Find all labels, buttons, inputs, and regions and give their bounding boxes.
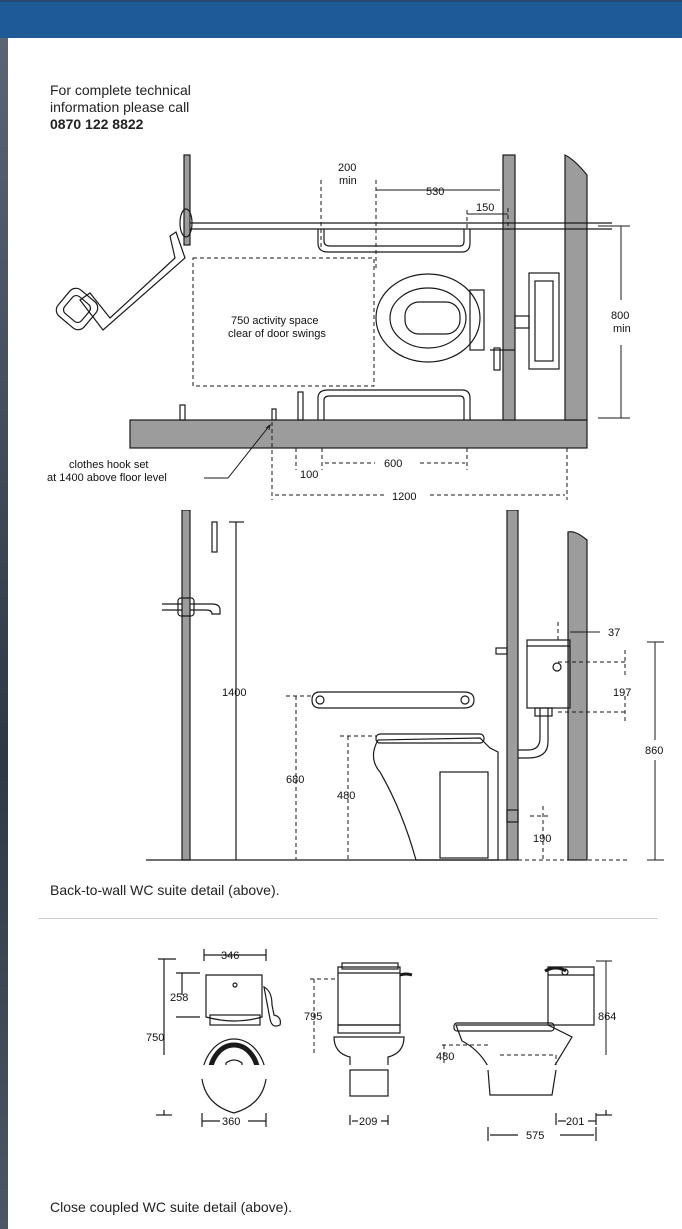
phone-number[interactable]: 0870 122 8822 bbox=[50, 116, 144, 132]
dim-600: 600 bbox=[384, 458, 402, 470]
door-handle-plate bbox=[55, 287, 99, 331]
concealed-cistern bbox=[526, 639, 571, 709]
partition-wall bbox=[502, 154, 516, 421]
cistern-side-view bbox=[547, 966, 595, 1026]
grab-rail-side bbox=[311, 691, 475, 709]
pan-side-view bbox=[455, 1024, 573, 1065]
dim-860: 860 bbox=[645, 745, 663, 757]
activity-space-zone bbox=[192, 257, 375, 387]
flush-button bbox=[495, 647, 508, 655]
pan-base-top bbox=[201, 1078, 267, 1114]
wc-seat-ring bbox=[389, 287, 467, 349]
intro-line-1: For complete technical bbox=[50, 82, 191, 98]
contact-intro: For complete technical information pleas… bbox=[50, 82, 191, 133]
cistern-valve bbox=[534, 707, 553, 717]
dim-346: 346 bbox=[221, 950, 239, 962]
plan-view-drawing: 200 min 530 150 800 min 750 activity spa… bbox=[47, 154, 631, 503]
pan-front-pedestal bbox=[349, 1069, 389, 1097]
dim-201: 201 bbox=[566, 1116, 584, 1128]
dim-209: 209 bbox=[359, 1116, 377, 1128]
door-stop bbox=[179, 404, 186, 421]
dim-1400: 1400 bbox=[222, 687, 246, 699]
dim-200: 200 bbox=[338, 162, 356, 174]
dim-360: 360 bbox=[222, 1116, 240, 1128]
pan-side-pedestal bbox=[487, 1069, 557, 1096]
pan-front-view bbox=[333, 1036, 405, 1065]
door-handle-plate-inner bbox=[62, 294, 92, 324]
toilet-roll-holder bbox=[297, 391, 304, 421]
intro-line-2: information please call bbox=[50, 99, 190, 115]
door-frame bbox=[183, 154, 191, 246]
activity-space-label-1: 750 activity space bbox=[231, 315, 318, 327]
close-coupled-drawing-lower: 360 209 201 575 bbox=[156, 1069, 612, 1142]
wc-bowl-opening bbox=[404, 301, 461, 335]
dim-258: 258 bbox=[170, 992, 188, 1004]
wc-seat-side bbox=[375, 733, 485, 744]
flush-lever bbox=[493, 347, 501, 371]
section-divider bbox=[38, 918, 658, 919]
bottom-grab-rail-inner bbox=[323, 395, 465, 420]
wc-pan-plan bbox=[375, 273, 481, 363]
cistern-flush-pipe bbox=[518, 708, 549, 759]
dim-200-min: min bbox=[339, 175, 357, 187]
door-lever bbox=[162, 603, 221, 615]
door-hinge bbox=[179, 208, 193, 238]
dim-480-cc: 480 bbox=[436, 1051, 454, 1063]
dim-480: 480 bbox=[337, 790, 355, 802]
top-grab-rail bbox=[317, 229, 471, 253]
partition-section bbox=[506, 510, 519, 861]
outer-wall bbox=[564, 154, 588, 421]
caption-back-to-wall: Back-to-wall WC suite detail (above). bbox=[50, 882, 280, 898]
door-lever-rose bbox=[177, 597, 195, 617]
dim-530: 530 bbox=[426, 186, 444, 198]
cistern-base bbox=[209, 1014, 261, 1026]
hook-rail bbox=[211, 521, 218, 553]
cistern-front-view bbox=[337, 966, 401, 1026]
wc-cistern-back bbox=[469, 289, 485, 351]
dim-680: 680 bbox=[286, 774, 304, 786]
outer-wall-section bbox=[567, 531, 588, 861]
dim-197: 197 bbox=[613, 687, 631, 699]
bottom-grab-rail bbox=[317, 389, 471, 420]
waste-connector bbox=[506, 809, 519, 823]
lever-handle bbox=[263, 985, 281, 1027]
clothes-hook-label-1: clothes hook set bbox=[69, 459, 149, 471]
header-bar bbox=[0, 0, 682, 38]
dim-864: 864 bbox=[598, 1011, 616, 1023]
dim-800: 800 bbox=[611, 310, 629, 322]
dim-190: 190 bbox=[533, 833, 551, 845]
basin-bowl bbox=[534, 280, 554, 362]
activity-space-label-2: clear of door swings bbox=[228, 328, 326, 340]
wc-access-panel bbox=[439, 771, 489, 859]
caption-close-coupled: Close coupled WC suite detail (above). bbox=[50, 1199, 293, 1215]
dim-800-min: min bbox=[613, 323, 631, 335]
basin-plan bbox=[528, 272, 560, 370]
elevation-drawing: 1400 680 480 37 197 860 190 bbox=[146, 510, 664, 861]
dim-100: 100 bbox=[300, 469, 318, 481]
close-coupled-drawing: 346 258 750 795 864 480 bbox=[146, 949, 616, 1065]
clothes-hook-label-2: at 1400 above floor level bbox=[47, 472, 167, 484]
floor-wall bbox=[129, 419, 588, 449]
basin-bracket bbox=[514, 315, 530, 329]
side-strip bbox=[0, 38, 8, 1229]
door-section bbox=[181, 510, 191, 861]
dim-37: 37 bbox=[608, 627, 620, 639]
dim-750: 750 bbox=[146, 1032, 164, 1044]
clothes-hook bbox=[271, 408, 277, 421]
dim-150: 150 bbox=[476, 202, 494, 214]
top-grab-rail-inner bbox=[323, 229, 465, 247]
dim-575: 575 bbox=[526, 1130, 544, 1142]
dim-1200: 1200 bbox=[392, 491, 416, 503]
dim-795: 795 bbox=[304, 1011, 322, 1023]
cistern-front bbox=[205, 974, 263, 1022]
door-rail bbox=[79, 231, 186, 331]
pan-top-view bbox=[203, 1038, 265, 1065]
wc-pan-side bbox=[372, 737, 499, 861]
